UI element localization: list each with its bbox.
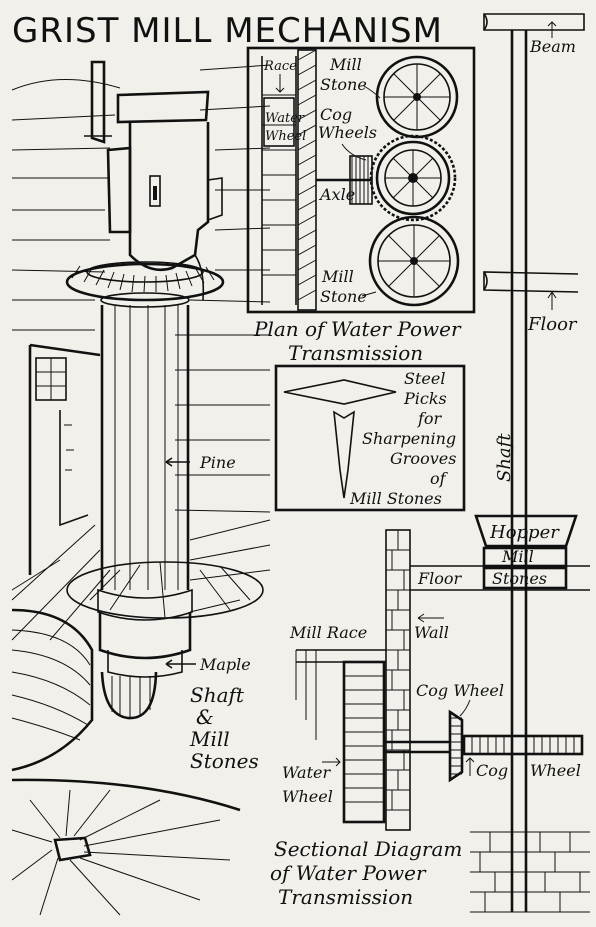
section-caption-line2: of Water Power (270, 861, 427, 885)
stones-label: Stones (492, 569, 547, 588)
mill-race-label: Mill Race (289, 623, 367, 642)
bevel-gear (65, 261, 225, 308)
shaft-caption-line4: Stones (190, 749, 259, 773)
top-millstone-wheel (375, 55, 459, 139)
shaft-caption-line2: & (196, 705, 214, 729)
page-title: GRIST MILL MECHANISM (12, 11, 443, 51)
plan-millstone-bottom-line2: Stone (320, 287, 367, 306)
section-caption-line3: Transmission (278, 885, 413, 909)
vertical-shaft: Beam Floor Shaft (483, 13, 585, 912)
plan-cog-wheels-line2: Wheels (318, 123, 377, 142)
picks-line2: Picks (403, 389, 447, 408)
picks-line5: Grooves (390, 449, 456, 468)
shaft-caption-line1: Shaft (190, 683, 245, 707)
upper-bearing (106, 90, 223, 301)
radial-millstone (11, 778, 241, 916)
plan-frame (246, 46, 476, 314)
race-label: Race (263, 59, 297, 74)
wall-label: Wall (414, 623, 449, 642)
section-floor-label: Floor (417, 569, 462, 588)
section-diagram: Hopper Mill Stones Floor Mill Race Wall … (270, 514, 590, 913)
picks-line6: of (430, 469, 449, 488)
picks-line1: Steel (404, 369, 445, 388)
plan-water-wheel-line2: Wheel (265, 129, 306, 144)
wheel-label: Wheel (530, 761, 581, 780)
pine-label: Pine (199, 453, 236, 472)
shaft-floor-label: Floor (527, 314, 578, 335)
iron-bracket (90, 60, 106, 144)
plan-millstone-bottom-line1: Mill (321, 267, 354, 286)
plan-millstone-top-line2: Stone (320, 75, 367, 94)
plan-cog-wheels-line1: Cog (320, 105, 352, 124)
mill-label: Mill (501, 547, 534, 566)
picks-frame (274, 364, 466, 512)
hopper-label: Hopper (489, 522, 560, 543)
plan-diagram: Race Water Wheel Mill Stone Cog Wheels A… (246, 46, 476, 365)
millstone-stack (11, 608, 94, 772)
main-shaft (97, 305, 193, 720)
plan-millstone-top-line1: Mill (329, 55, 362, 74)
floor-millstone (66, 561, 264, 619)
left-illustration: Pine Maple Shaft & Mill Stones (11, 60, 271, 916)
beam-label: Beam (529, 37, 576, 56)
picks-line3: for (417, 409, 443, 428)
section-water-wheel-line1: Water (282, 763, 331, 782)
maple-label: Maple (199, 655, 251, 674)
plan-caption-line2: Transmission (288, 341, 423, 365)
flat-pick-icon (283, 379, 397, 405)
plan-caption-line1: Plan of Water Power (253, 317, 462, 341)
section-water-wheel-line2: Wheel (282, 787, 333, 806)
picks-diagram: Steel Picks for Sharpening Grooves of Mi… (274, 364, 466, 512)
shaft-label: Shaft (494, 433, 515, 482)
log-wall (11, 64, 271, 513)
cog-label: Cog (476, 761, 508, 780)
axle-label: Axle (318, 185, 355, 204)
foundation-bricks (470, 831, 590, 913)
picks-line7: Mill Stones (349, 489, 442, 508)
cog-wheel-label: Cog Wheel (416, 681, 504, 700)
bottom-millstone-wheel (368, 215, 460, 307)
floorboards (11, 519, 271, 641)
shaft-caption-line3: Mill (189, 727, 230, 751)
plan-water-wheel-line1: Water (265, 111, 305, 126)
pointed-pick-icon (333, 410, 355, 499)
section-caption-line1: Sectional Diagram (274, 837, 462, 861)
picks-line4: Sharpening (362, 429, 456, 448)
doorway (28, 343, 101, 575)
center-cog-wheel (369, 134, 457, 222)
